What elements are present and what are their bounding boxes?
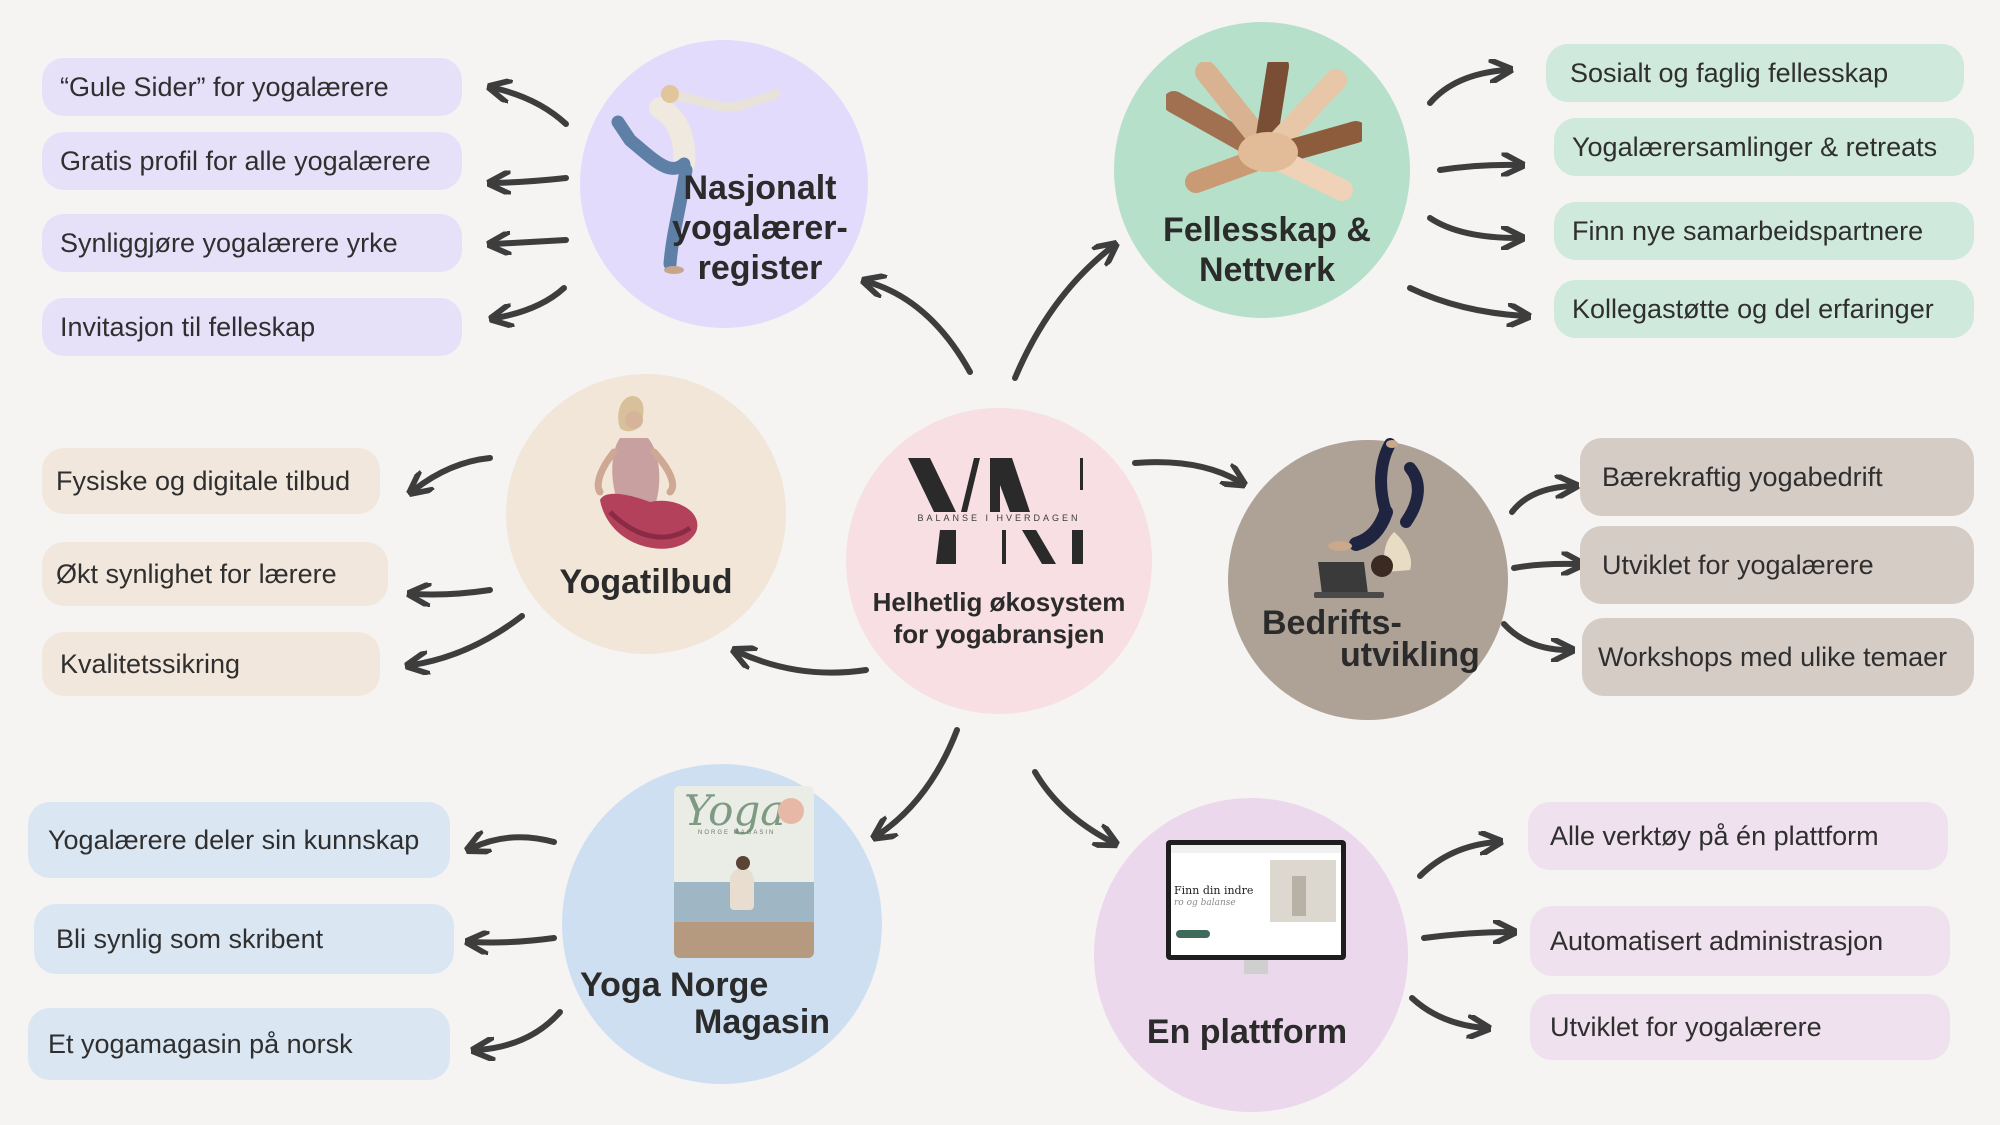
center-title-line-2: for yogabransjen	[893, 619, 1105, 649]
fellesskap-title-line-2: Nettverk	[1198, 251, 1336, 289]
meditating-woman-figure	[594, 396, 698, 549]
balanse-logo	[908, 458, 1083, 564]
fellesskap-title: Fellesskap & Nettverk	[1140, 210, 1394, 290]
arrow-center-plattform	[1032, 769, 1112, 842]
yogatilbud-item: Fysiske og digitale tilbud	[42, 448, 380, 514]
register-title-line-2: yogalærer-	[672, 209, 848, 247]
fellesskap-title-line-1: Fellesskap &	[1163, 211, 1371, 249]
fellesskap-item: Yogalærersamlinger & retreats	[1554, 118, 1974, 176]
fellesskap-item: Finn nye samarbeidspartnere	[1554, 202, 1974, 260]
magasin-title-line-2: Magasin	[694, 1003, 831, 1041]
fellesskap-item: Kollegastøtte og del erfaringer	[1554, 280, 1974, 338]
register-title-line-1: Nasjonalt	[683, 169, 837, 207]
bedrift-item: Utviklet for yogalærere	[1580, 526, 1974, 604]
plattform-item: Utviklet for yogalærere	[1530, 994, 1950, 1060]
arrow-center-magasin	[878, 727, 960, 835]
register-item: Gratis profil for alle yogalærere	[42, 132, 462, 190]
center-circle: BALANSE I HVERDAGEN Helhetlig økosystem …	[846, 408, 1152, 714]
fellesskap-item: Sosialt og faglig fellesskap	[1546, 44, 1964, 102]
arrow-center-fellesskap	[1012, 247, 1112, 381]
center-title: Helhetlig økosystem for yogabransjen	[846, 586, 1152, 650]
register-item: “Gule Sider” for yogalærere	[42, 58, 462, 116]
bedrift-item: Bærekraftig yogabedrift	[1580, 438, 1974, 516]
magasin-title-line-1: Yoga Norge	[580, 966, 769, 1004]
dancer-pose-figure	[611, 85, 781, 274]
center-title-line-1: Helhetlig økosystem	[872, 587, 1126, 617]
magasin-item: Bli synlig som skribent	[34, 904, 454, 974]
monitor-headline-1: Finn din indre	[1174, 884, 1254, 897]
magazine-cover: Yoga NORGE MAGASIN	[674, 786, 814, 958]
yogatilbud-item: Økt synlighet for lærere	[42, 542, 388, 606]
register-item: Invitasjon til felleskap	[42, 298, 462, 356]
register-title: Nasjonalt yogalærer- register	[670, 168, 850, 288]
stacked-hands-figure	[1166, 62, 1362, 201]
bedrift-title-line-2: utvikling	[1340, 636, 1480, 674]
bedrift-title: Bedrifts- utvikling	[1262, 604, 1492, 674]
arrow-center-bedrift	[1132, 459, 1240, 482]
arrow-center-register	[868, 282, 973, 375]
register-circle	[580, 40, 868, 328]
magazine-cover-subtitle: NORGE MAGASIN	[698, 830, 776, 836]
plattform-item: Alle verktøy på én plattform	[1528, 802, 1948, 870]
logo-text: BALANSE I HVERDAGEN	[917, 513, 1081, 523]
magazine-cover-title: Yoga	[684, 786, 786, 835]
arrow-center-yogatilbud	[738, 652, 869, 676]
register-title-line-3: register	[697, 249, 823, 287]
yogatilbud-title: Yogatilbud	[559, 563, 733, 601]
magasin-item: Et yogamagasin på norsk	[28, 1008, 450, 1080]
businesswoman-yoga-figure	[1314, 438, 1424, 598]
magasin-title: Yoga Norge Magasin	[580, 966, 850, 1040]
plattform-item: Automatisert administrasjon	[1530, 906, 1950, 976]
bedrift-item: Workshops med ulike temaer	[1582, 618, 1974, 696]
bedrift-title-line-1: Bedrifts-	[1262, 604, 1402, 642]
monitor-figure: Finn din indre ro og balanse	[1166, 840, 1346, 976]
bedrift-circle	[1228, 440, 1508, 720]
register-item: Synliggjøre yogalærere yrke	[42, 214, 462, 272]
monitor-headline-2: ro og balanse	[1174, 898, 1236, 908]
yogatilbud-item: Kvalitetssikring	[42, 632, 380, 696]
magasin-item: Yogalærere deler sin kunnskap	[28, 802, 450, 878]
plattform-title: En plattform	[1146, 1013, 1348, 1051]
